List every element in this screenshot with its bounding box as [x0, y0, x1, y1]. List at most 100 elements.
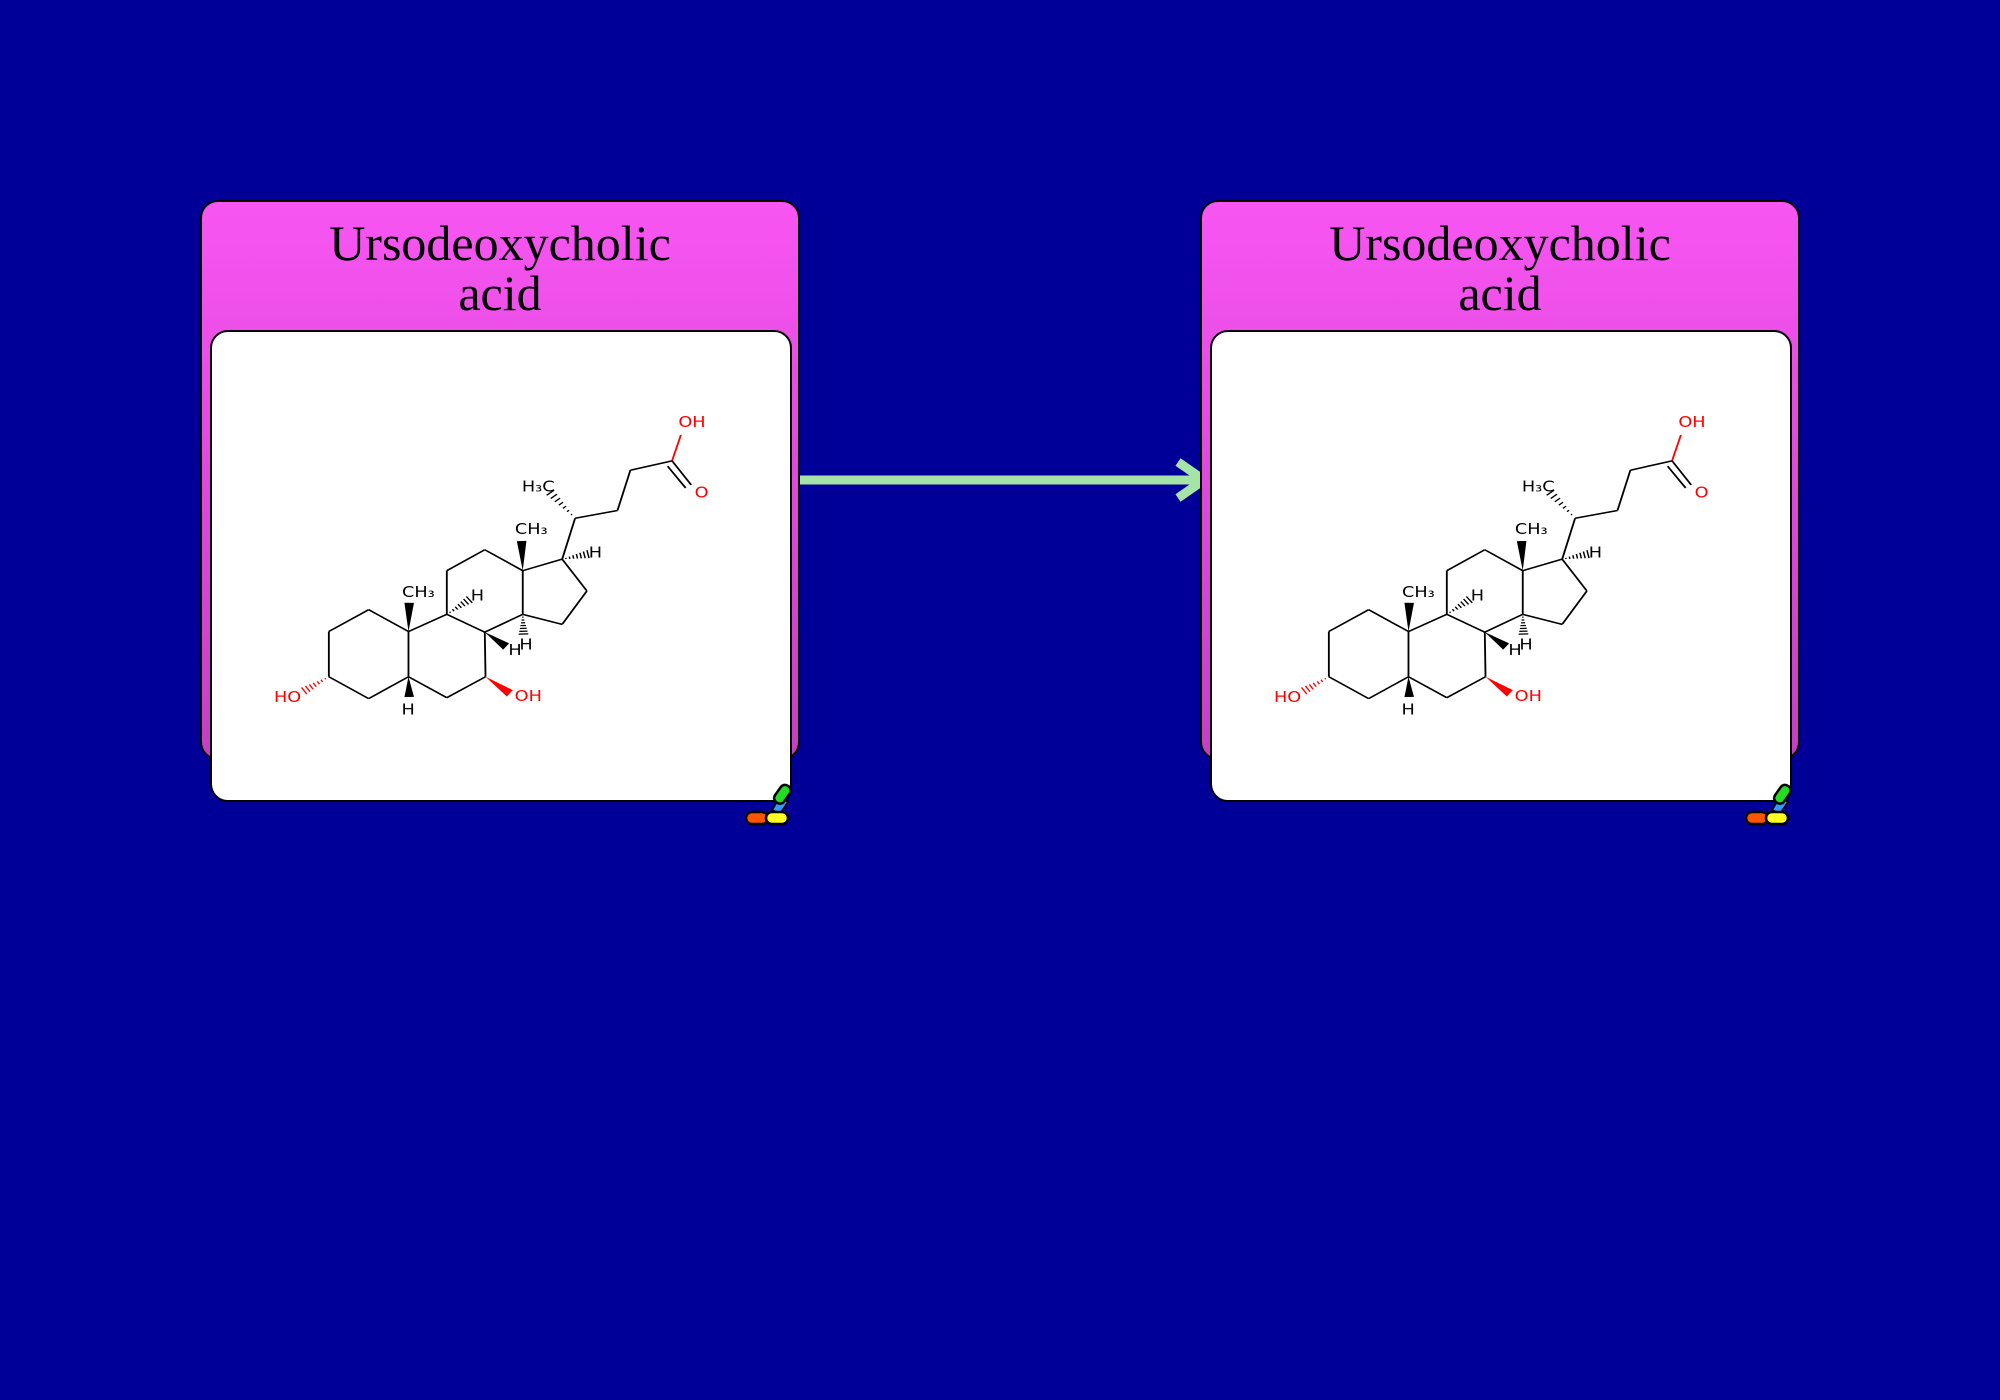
hash-bond: [550, 493, 558, 500]
hash-bond: [546, 489, 555, 496]
atom-label: OH: [1678, 413, 1705, 430]
hash-bond: [1451, 608, 1455, 612]
bond: [630, 460, 673, 471]
atom-label: OH: [1515, 687, 1542, 704]
hash-bond: [579, 552, 583, 559]
double-bond: [671, 460, 692, 486]
bond: [446, 613, 486, 633]
hash-bond: [1568, 556, 1571, 559]
hash-bond: [312, 682, 317, 688]
hash-bond: [1570, 513, 1573, 516]
bond: [522, 558, 563, 572]
wedge-bond: [1404, 602, 1415, 632]
atom-label: H₃C: [522, 478, 555, 495]
wedge-bond: [1404, 676, 1415, 698]
hash-bond: [586, 550, 590, 559]
bond: [616, 470, 632, 511]
bond: [368, 676, 409, 700]
hash-bond: [570, 513, 573, 516]
hash-bond: [320, 679, 324, 683]
double-bond: [1671, 460, 1692, 486]
hash-bond: [1300, 687, 1308, 695]
hash-bond: [316, 680, 321, 685]
hash-bond: [304, 685, 311, 693]
atom-label: CH₃: [1515, 520, 1548, 537]
hash-bond: [562, 505, 567, 509]
bond: [1407, 676, 1448, 699]
hash-bond: [460, 601, 466, 607]
bond: [1671, 434, 1682, 462]
hash-bond: [457, 603, 462, 609]
hash-bond: [1554, 497, 1561, 503]
hash-bond: [568, 556, 571, 559]
hash-bond: [1457, 603, 1462, 609]
bond: [328, 609, 370, 633]
bond: [1630, 460, 1673, 471]
hash-bond: [1566, 509, 1570, 513]
atom-label: HO: [1274, 688, 1301, 705]
bond: [328, 676, 370, 700]
bond: [1484, 613, 1524, 633]
atom-label: OH: [678, 413, 705, 430]
double-bond: [666, 465, 687, 489]
hash-bond: [1582, 551, 1586, 559]
atom-label: H: [1401, 701, 1414, 718]
hash-bond: [308, 684, 314, 690]
wedge-bond: [1516, 540, 1527, 571]
bond: [368, 609, 409, 633]
hash-bond: [1449, 611, 1452, 614]
bond: [1368, 609, 1409, 633]
atom-label: H: [1519, 636, 1532, 653]
bond: [1522, 613, 1563, 626]
atom-label: H: [401, 701, 414, 718]
wedge-bond: [485, 676, 513, 697]
hash-bond: [1550, 493, 1558, 500]
bond: [1483, 632, 1487, 677]
wedge-bond: [1485, 676, 1513, 697]
bond: [574, 509, 618, 520]
atom-label: CH₃: [1402, 583, 1435, 600]
hash-bond: [1324, 677, 1327, 680]
hash-bond: [1316, 680, 1321, 685]
drug-pill-icon: [744, 783, 792, 826]
bond: [561, 558, 588, 592]
bond: [1368, 676, 1409, 700]
hash-bond: [1312, 682, 1317, 688]
bond: [671, 434, 682, 462]
hash-bond: [1304, 685, 1311, 693]
bond: [484, 613, 524, 633]
hash-bond: [554, 497, 561, 503]
atom-label: H: [1471, 587, 1484, 604]
wedge-bond: [1484, 632, 1510, 650]
bond: [446, 676, 487, 699]
bond: [1522, 558, 1563, 572]
bond: [446, 549, 486, 572]
atom-label: H: [1508, 642, 1521, 659]
double-bond: [1666, 465, 1687, 489]
hash-bond: [572, 555, 575, 559]
atom-label: H: [519, 636, 532, 653]
hash-bond: [1460, 601, 1466, 607]
hash-bond: [1462, 598, 1470, 605]
hash-bond: [1586, 550, 1590, 559]
atom-label: H: [589, 544, 602, 561]
hash-bond: [1579, 552, 1583, 559]
bond: [484, 549, 524, 572]
atom-label: H: [508, 642, 521, 659]
hash-bond: [566, 509, 570, 513]
bond: [1446, 613, 1486, 633]
hash-bond: [1546, 489, 1555, 496]
wedge-bond: [404, 602, 415, 632]
bond: [561, 518, 576, 560]
bond: [407, 676, 448, 699]
atom-label: HO: [274, 688, 301, 705]
wedge-bond: [404, 676, 415, 698]
bond: [1616, 470, 1632, 511]
bond: [1484, 549, 1524, 572]
hash-bond: [1465, 596, 1473, 604]
atom-label: CH₃: [515, 520, 548, 537]
